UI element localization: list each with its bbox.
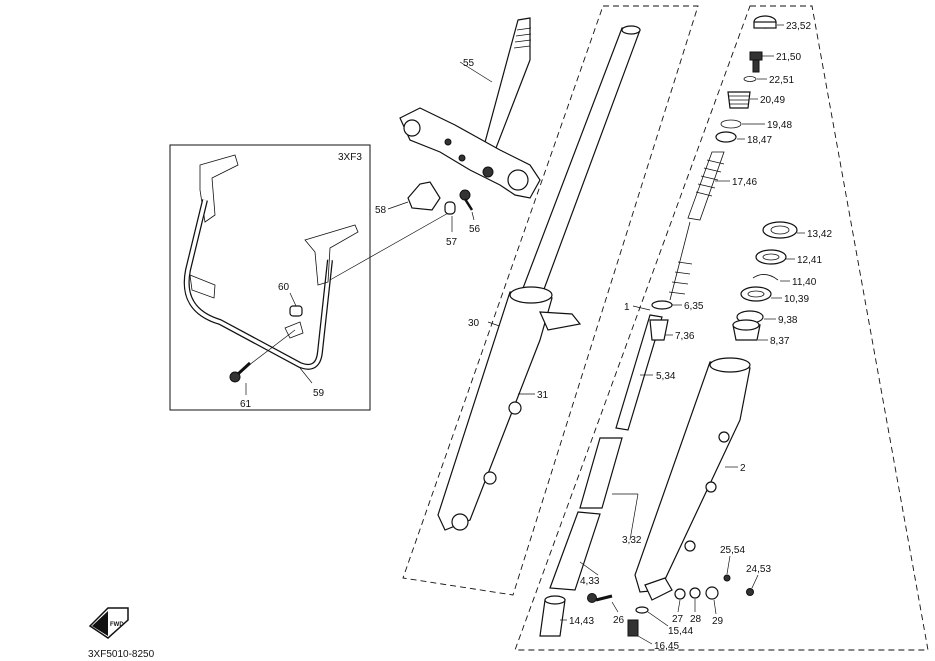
label-12: 12,41 xyxy=(797,255,822,266)
label-19: 19,48 xyxy=(767,120,792,131)
label-25: 25,54 xyxy=(720,545,745,556)
label-24: 24,53 xyxy=(746,564,771,575)
bolt-26 xyxy=(587,593,613,603)
cap-23 xyxy=(753,15,777,29)
label-27: 27 xyxy=(672,614,684,625)
spacer-60 xyxy=(289,305,303,317)
oring-22 xyxy=(743,76,757,82)
label-30: 30 xyxy=(468,318,480,329)
washer-10 xyxy=(740,286,772,302)
washer-15 xyxy=(635,606,649,614)
fwd-arrow-icon: FWD xyxy=(88,607,129,639)
label-28: 28 xyxy=(690,614,702,625)
label-10: 10,39 xyxy=(784,294,809,305)
label-23: 23,52 xyxy=(786,21,811,32)
label-7: 7,36 xyxy=(675,331,695,342)
label-3: 3,32 xyxy=(622,535,642,546)
cap-bolt-20 xyxy=(727,91,751,109)
label-59: 59 xyxy=(313,388,325,399)
inset-panel: 3XF3 60 61 59 xyxy=(169,144,371,411)
collar-57 xyxy=(444,201,456,215)
label-1: 1 xyxy=(624,302,630,313)
label-18: 18,47 xyxy=(747,135,772,146)
adjuster-21 xyxy=(749,51,763,73)
bolt-61 xyxy=(229,361,252,383)
label-9: 9,38 xyxy=(778,315,798,326)
bushing-8 xyxy=(732,319,761,341)
bracket-upper-right xyxy=(304,224,359,286)
label-61: 61 xyxy=(240,399,252,410)
seat-7 xyxy=(649,319,669,341)
label-29: 29 xyxy=(712,616,724,627)
oil-seal-11 xyxy=(752,274,779,281)
label-11: 11,40 xyxy=(792,277,817,288)
label-58: 58 xyxy=(375,205,387,216)
right-fork-frame xyxy=(514,5,929,651)
screw-25 xyxy=(723,574,731,582)
inner-tube-30 xyxy=(519,25,641,301)
label-2: 2 xyxy=(740,463,746,474)
left-fork-frame xyxy=(402,5,699,596)
fork-spring-17 xyxy=(668,151,725,301)
label-5: 5,34 xyxy=(656,371,676,382)
piece-14 xyxy=(539,595,566,637)
label-21: 21,50 xyxy=(776,52,801,63)
washer-18 xyxy=(715,131,737,143)
damper-rod-5 xyxy=(615,314,663,431)
label-31: 31 xyxy=(537,390,549,401)
label-14: 14,43 xyxy=(569,616,594,627)
label-57: 57 xyxy=(446,237,458,248)
label-56: 56 xyxy=(469,224,481,235)
bolt-16 xyxy=(627,619,639,637)
nut-56 xyxy=(459,189,474,211)
label-13: 13,42 xyxy=(807,229,832,240)
ring-6 xyxy=(651,300,673,310)
dust-seal-13 xyxy=(762,221,798,239)
label-16: 16,45 xyxy=(654,641,679,652)
nut-27 xyxy=(674,588,686,600)
steering-stem-55 xyxy=(399,17,541,199)
damper-58 xyxy=(407,181,441,211)
label-8: 8,37 xyxy=(770,336,790,347)
fwd-text: FWD xyxy=(110,622,124,628)
label-20: 20,49 xyxy=(760,95,785,106)
diagram-code: 3XF5010-8250 xyxy=(88,649,155,660)
outer-tube-31 xyxy=(437,286,582,531)
label-22: 22,51 xyxy=(769,75,794,86)
under-bracket xyxy=(399,107,541,199)
inset-title: 3XF3 xyxy=(338,152,362,163)
screw-24 xyxy=(746,588,754,596)
outer-tube-2 xyxy=(634,357,751,601)
label-4: 4,33 xyxy=(580,576,600,587)
label-55: 55 xyxy=(463,58,475,69)
label-60: 60 xyxy=(278,282,290,293)
washer-28 xyxy=(689,587,701,599)
oring-19 xyxy=(720,119,742,129)
label-26: 26 xyxy=(613,615,625,626)
bracket-stay xyxy=(199,154,239,223)
piece-4 xyxy=(549,511,601,591)
label-17: 17,46 xyxy=(732,177,757,188)
clip-12 xyxy=(755,249,787,265)
cap-29 xyxy=(705,586,719,600)
piece-3 xyxy=(579,437,623,509)
label-6: 6,35 xyxy=(684,301,704,312)
label-15: 15,44 xyxy=(668,626,693,637)
